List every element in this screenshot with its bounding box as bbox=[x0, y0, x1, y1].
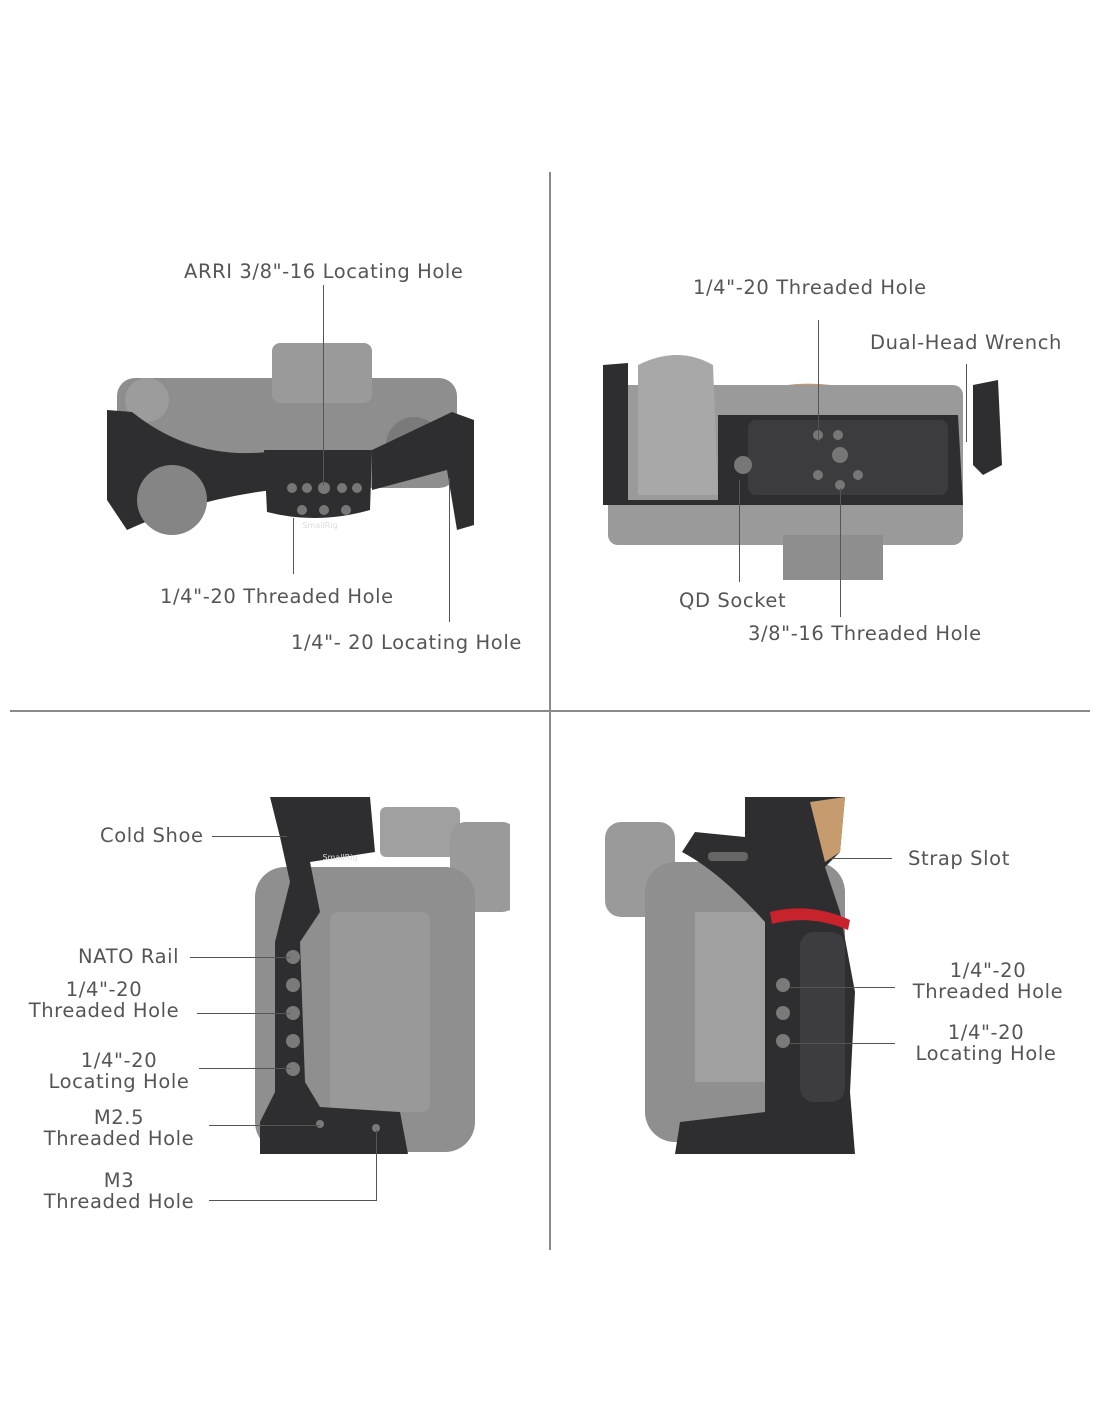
label-left-locating-hole: 1/4"-20 Locating Hole bbox=[40, 1050, 198, 1092]
smallrig-logo: SmallRig bbox=[322, 853, 357, 862]
camera-left-view-image: SmallRig bbox=[255, 797, 510, 1154]
label-m25-threaded-hole: M2.5 Threaded Hole bbox=[36, 1107, 202, 1149]
label-left-threaded-hole: 1/4"-20 Threaded Hole bbox=[20, 979, 188, 1021]
camera-bottom-view-image bbox=[603, 355, 1002, 580]
label-line: 1/4"-20 bbox=[947, 1021, 1025, 1044]
label-cold-shoe: Cold Shoe bbox=[100, 824, 204, 847]
camera-top-view-image: SmallRig bbox=[107, 343, 474, 535]
label-nato-rail: NATO Rail bbox=[78, 945, 180, 968]
label-right-locating-hole: 1/4"-20 Locating Hole bbox=[898, 1022, 1074, 1064]
leader-line bbox=[190, 957, 290, 959]
leader-line bbox=[323, 285, 325, 485]
leader-line bbox=[293, 518, 295, 574]
label-three-eighths-threaded-hole: 3/8"-16 Threaded Hole bbox=[748, 622, 982, 645]
label-strap-slot: Strap Slot bbox=[908, 847, 1010, 870]
label-dual-head-wrench: Dual-Head Wrench bbox=[870, 331, 1062, 354]
label-line: Locating Hole bbox=[915, 1042, 1057, 1065]
leader-line bbox=[199, 1068, 290, 1070]
label-line: Threaded Hole bbox=[43, 1127, 195, 1150]
label-m3-threaded-hole: M3 Threaded Hole bbox=[36, 1170, 202, 1212]
leader-line bbox=[966, 364, 968, 442]
leader-line bbox=[790, 987, 895, 989]
leader-line bbox=[790, 1043, 895, 1045]
label-line: 1/4"-20 bbox=[949, 959, 1027, 982]
vertical-divider-top bbox=[549, 172, 551, 710]
camera-right-view-image bbox=[605, 797, 855, 1154]
leader-line bbox=[840, 488, 842, 617]
leader-line bbox=[209, 1200, 377, 1202]
label-line: Threaded Hole bbox=[912, 980, 1064, 1003]
label-line: 1/4"-20 bbox=[65, 978, 143, 1001]
label-right-threaded-hole: 1/4"-20 Threaded Hole bbox=[900, 960, 1076, 1002]
label-line: Threaded Hole bbox=[43, 1190, 195, 1213]
label-line: M3 bbox=[103, 1169, 135, 1192]
horizontal-divider bbox=[10, 710, 1090, 712]
label-arri-locating-hole: ARRI 3/8"-16 Locating Hole bbox=[184, 260, 464, 283]
leader-line bbox=[449, 478, 451, 622]
smallrig-logo: SmallRig bbox=[302, 521, 337, 530]
label-top-locating-hole: 1/4"- 20 Locating Hole bbox=[291, 631, 522, 654]
label-line: Threaded Hole bbox=[28, 999, 180, 1022]
label-bottom-quarter-threaded-hole: 1/4"-20 Threaded Hole bbox=[693, 276, 927, 299]
label-line: Locating Hole bbox=[48, 1070, 190, 1093]
leader-line bbox=[739, 480, 741, 582]
leader-line bbox=[209, 1125, 320, 1127]
label-qd-socket: QD Socket bbox=[679, 589, 787, 612]
leader-line bbox=[376, 1130, 378, 1201]
vertical-divider-bottom bbox=[549, 712, 551, 1250]
leader-line bbox=[818, 320, 820, 442]
leader-line bbox=[830, 858, 892, 860]
leader-line bbox=[212, 836, 287, 838]
label-top-threaded-hole: 1/4"-20 Threaded Hole bbox=[160, 585, 394, 608]
label-line: M2.5 bbox=[93, 1106, 145, 1129]
leader-line bbox=[197, 1013, 290, 1015]
label-line: 1/4"-20 bbox=[80, 1049, 158, 1072]
